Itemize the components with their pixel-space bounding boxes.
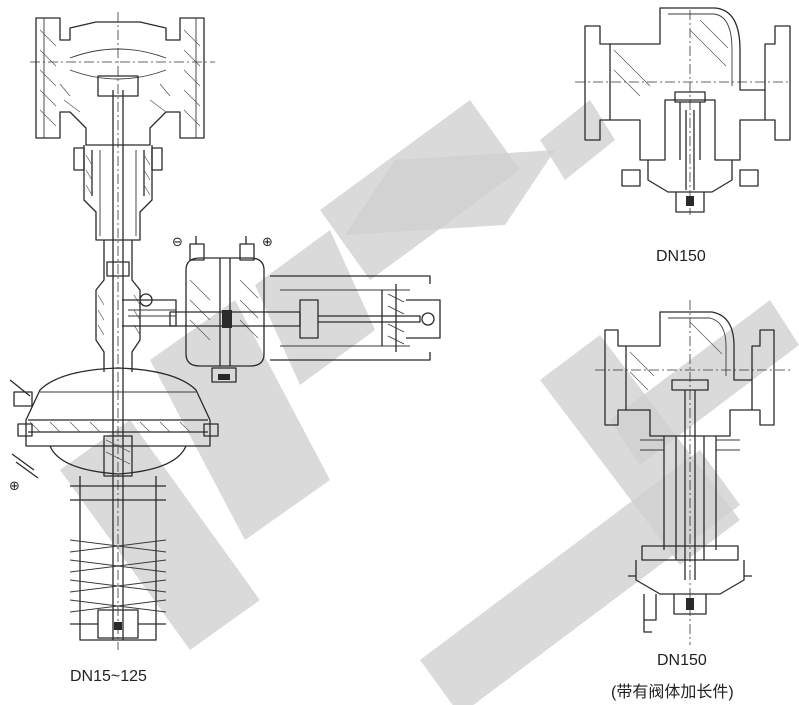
bottom-right-note: (带有阀体加长件) bbox=[611, 684, 734, 701]
actuator-plus-symbol: ⊕ bbox=[9, 479, 20, 494]
main-view-caption: DN15~125 bbox=[70, 668, 147, 685]
main-plus-symbol: ⊕ bbox=[262, 235, 273, 250]
top-right-caption: DN150 bbox=[656, 248, 706, 265]
top-right-valve bbox=[575, 7, 791, 215]
main-minus-symbol: ⊖ bbox=[172, 235, 183, 250]
bottom-right-caption: DN150 bbox=[657, 652, 707, 669]
positioner-assembly bbox=[169, 236, 441, 383]
main-valve-assembly: ⊖ ⊕ ⊕ bbox=[9, 12, 273, 650]
bottom-right-valve bbox=[595, 300, 790, 645]
